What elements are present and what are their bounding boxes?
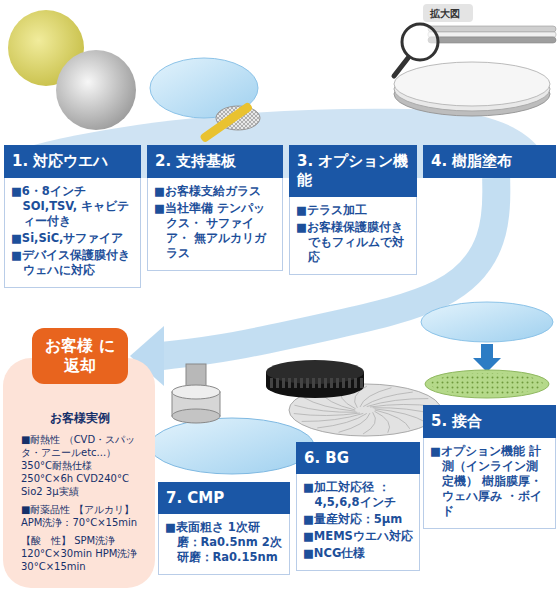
swirl-line bbox=[374, 409, 426, 423]
step-item: ■加工対応径 ：4,5,6,8インチ bbox=[303, 480, 413, 510]
wheel-tooth bbox=[288, 378, 291, 388]
callout-label: 拡大図 bbox=[430, 7, 460, 21]
wheel-tooth bbox=[324, 378, 327, 388]
swirl-line bbox=[294, 413, 360, 416]
step-item: ■デバイス保護膜付き ウェハに対応 bbox=[11, 248, 134, 278]
swirl-line bbox=[374, 411, 389, 433]
down-arrow bbox=[473, 344, 501, 372]
grind-wheel-teeth bbox=[270, 378, 363, 388]
wheel-tooth bbox=[300, 378, 303, 388]
swirl-line bbox=[375, 410, 410, 429]
example-panel: お客様実例 ■耐熱性 （CVD・スパッタ・アニールetc...） 350°C耐熱仕… bbox=[3, 358, 155, 588]
wheel-tooth bbox=[282, 378, 285, 388]
step-body: ■テラス加工 ■お客様保護膜付き でもフィルムで対応 bbox=[289, 197, 417, 275]
step-item: ■当社準備 テンパックス・ サファイア・ 無アルカリガラス bbox=[154, 201, 276, 261]
zoom-layer-1 bbox=[428, 26, 556, 32]
step-item: ■お客様支給ガラス bbox=[154, 184, 276, 199]
step-title: 5. 接合 bbox=[431, 412, 548, 431]
step-header: 2. 支持基板 bbox=[147, 145, 283, 178]
wheel-tooth bbox=[342, 378, 345, 388]
magnifier-handle bbox=[394, 58, 408, 76]
step-header: 1. 対応ウエハ bbox=[4, 145, 141, 178]
step-item: ■オプション機能 計測（インライン測定機） 樹脂膜厚・ウェハ厚み ・ボイド bbox=[430, 444, 549, 519]
stack-disc-top bbox=[394, 62, 550, 106]
step-title: 7. CMP bbox=[166, 489, 282, 507]
flow-arrow bbox=[130, 178, 496, 386]
zoom-tab bbox=[423, 4, 473, 22]
wafer-gray bbox=[56, 50, 136, 130]
green-wafer-dots bbox=[431, 373, 543, 395]
resin-disc bbox=[421, 302, 553, 342]
wheel-tooth bbox=[318, 378, 321, 388]
zoom-layer-2 bbox=[428, 32, 556, 37]
wheel-tooth bbox=[270, 378, 273, 388]
process-step: 6. BG ■加工対応径 ：4,5,6,8インチ ■量産対応：5μm ■MEMSウエハ… bbox=[296, 442, 420, 571]
step-body: ■加工対応径 ：4,5,6,8インチ ■量産対応：5μm ■MEMSウエハ対応 ■NC… bbox=[296, 474, 420, 571]
panel-heading: お客様実例 bbox=[13, 410, 147, 427]
yellow-rod bbox=[199, 102, 253, 144]
cmp-head-top bbox=[172, 385, 220, 399]
wheel-tooth bbox=[354, 378, 357, 388]
wheel-tooth bbox=[360, 378, 363, 388]
step-item: ■テラス加工 bbox=[296, 203, 410, 218]
panel-item: ■耐薬品性 【アルカリ】 APM洗浄：70°C×15min bbox=[13, 503, 147, 529]
step-title: 3. オプション機能 bbox=[297, 152, 409, 190]
return-label: お客様 に返却 bbox=[42, 336, 118, 376]
swirl-line bbox=[302, 413, 364, 421]
process-step: 3. オプション機能 ■テラス加工 ■お客様保護膜付き でもフィルムで対応 bbox=[289, 145, 417, 275]
step-title: 1. 対応ウエハ bbox=[12, 152, 133, 171]
wheel-tooth bbox=[294, 378, 297, 388]
process-step: 4. 樹脂塗布 bbox=[423, 145, 556, 178]
step-header: 7. CMP bbox=[158, 482, 290, 514]
cmp-pad bbox=[150, 418, 314, 474]
panel-item: 【酸 性】 SPM洗浄 120°C×30min HPM洗浄 30°C×15min bbox=[13, 534, 147, 573]
step-header: 3. オプション機能 bbox=[289, 145, 417, 197]
step-item: ■量産対応：5μm bbox=[303, 512, 413, 527]
step-item: ■Si,SiC,サファイア bbox=[11, 231, 134, 246]
zoom-layer-3 bbox=[428, 37, 556, 43]
step-body: ■表面粗さ 1次研磨：Ra0.5nm 2次研磨：Ra0.15nm bbox=[158, 514, 290, 575]
step-body: ■オプション機能 計測（インライン測定機） 樹脂膜厚・ウェハ厚み ・ボイド bbox=[423, 438, 556, 529]
swirl-line bbox=[367, 399, 429, 407]
step-item: ■MEMSウエハ対応 bbox=[303, 529, 413, 544]
process-step: 7. CMP ■表面粗さ 1次研磨：Ra0.5nm 2次研磨：Ra0.15nm bbox=[158, 482, 290, 575]
step-title: 2. 支持基板 bbox=[155, 152, 275, 171]
wheel-tooth bbox=[330, 378, 333, 388]
step-item: ■NCG仕様 bbox=[303, 546, 413, 561]
return-box: お客様 に返却 bbox=[32, 328, 128, 384]
process-step: 1. 対応ウエハ ■6・8インチ SOI,TSV, キャビティー付き ■Si,SiC… bbox=[4, 145, 141, 288]
step-body: ■6・8インチ SOI,TSV, キャビティー付き ■Si,SiC,サファイア ■デ… bbox=[4, 178, 141, 288]
process-step: 5. 接合 ■オプション機能 計測（インライン測定機） 樹脂膜厚・ウェハ厚み ・ボ… bbox=[423, 405, 556, 529]
green-wafer bbox=[425, 370, 549, 398]
step-item: ■6・8インチ SOI,TSV, キャビティー付き bbox=[11, 184, 134, 229]
step-body: ■お客様支給ガラス ■当社準備 テンパックス・ サファイア・ 無アルカリガラス bbox=[147, 178, 283, 271]
step-title: 6. BG bbox=[304, 449, 412, 467]
wheel-tooth bbox=[276, 378, 279, 388]
step-header: 6. BG bbox=[296, 442, 420, 474]
step-header: 4. 樹脂塗布 bbox=[423, 145, 556, 178]
process-step: 2. 支持基板 ■お客様支給ガラス ■当社準備 テンパックス・ サファイア・ 無アル… bbox=[147, 145, 283, 271]
magnifier-lens bbox=[402, 24, 438, 60]
wheel-tooth bbox=[348, 378, 351, 388]
step-header: 5. 接合 bbox=[423, 405, 556, 438]
wheel-tooth bbox=[336, 378, 339, 388]
step-item: ■お客様保護膜付き でもフィルムで対応 bbox=[296, 220, 410, 265]
panel-item: ■耐熱性 （CVD・スパッタ・アニールetc...） 350°C耐熱仕様 250… bbox=[13, 433, 147, 498]
wheel-tooth bbox=[306, 378, 309, 388]
cmp-head-bottom bbox=[172, 409, 220, 423]
step-item: ■表面粗さ 1次研磨：Ra0.5nm 2次研磨：Ra0.15nm bbox=[165, 520, 283, 565]
step-title: 4. 樹脂塗布 bbox=[431, 152, 548, 171]
wheel-tooth bbox=[312, 378, 315, 388]
